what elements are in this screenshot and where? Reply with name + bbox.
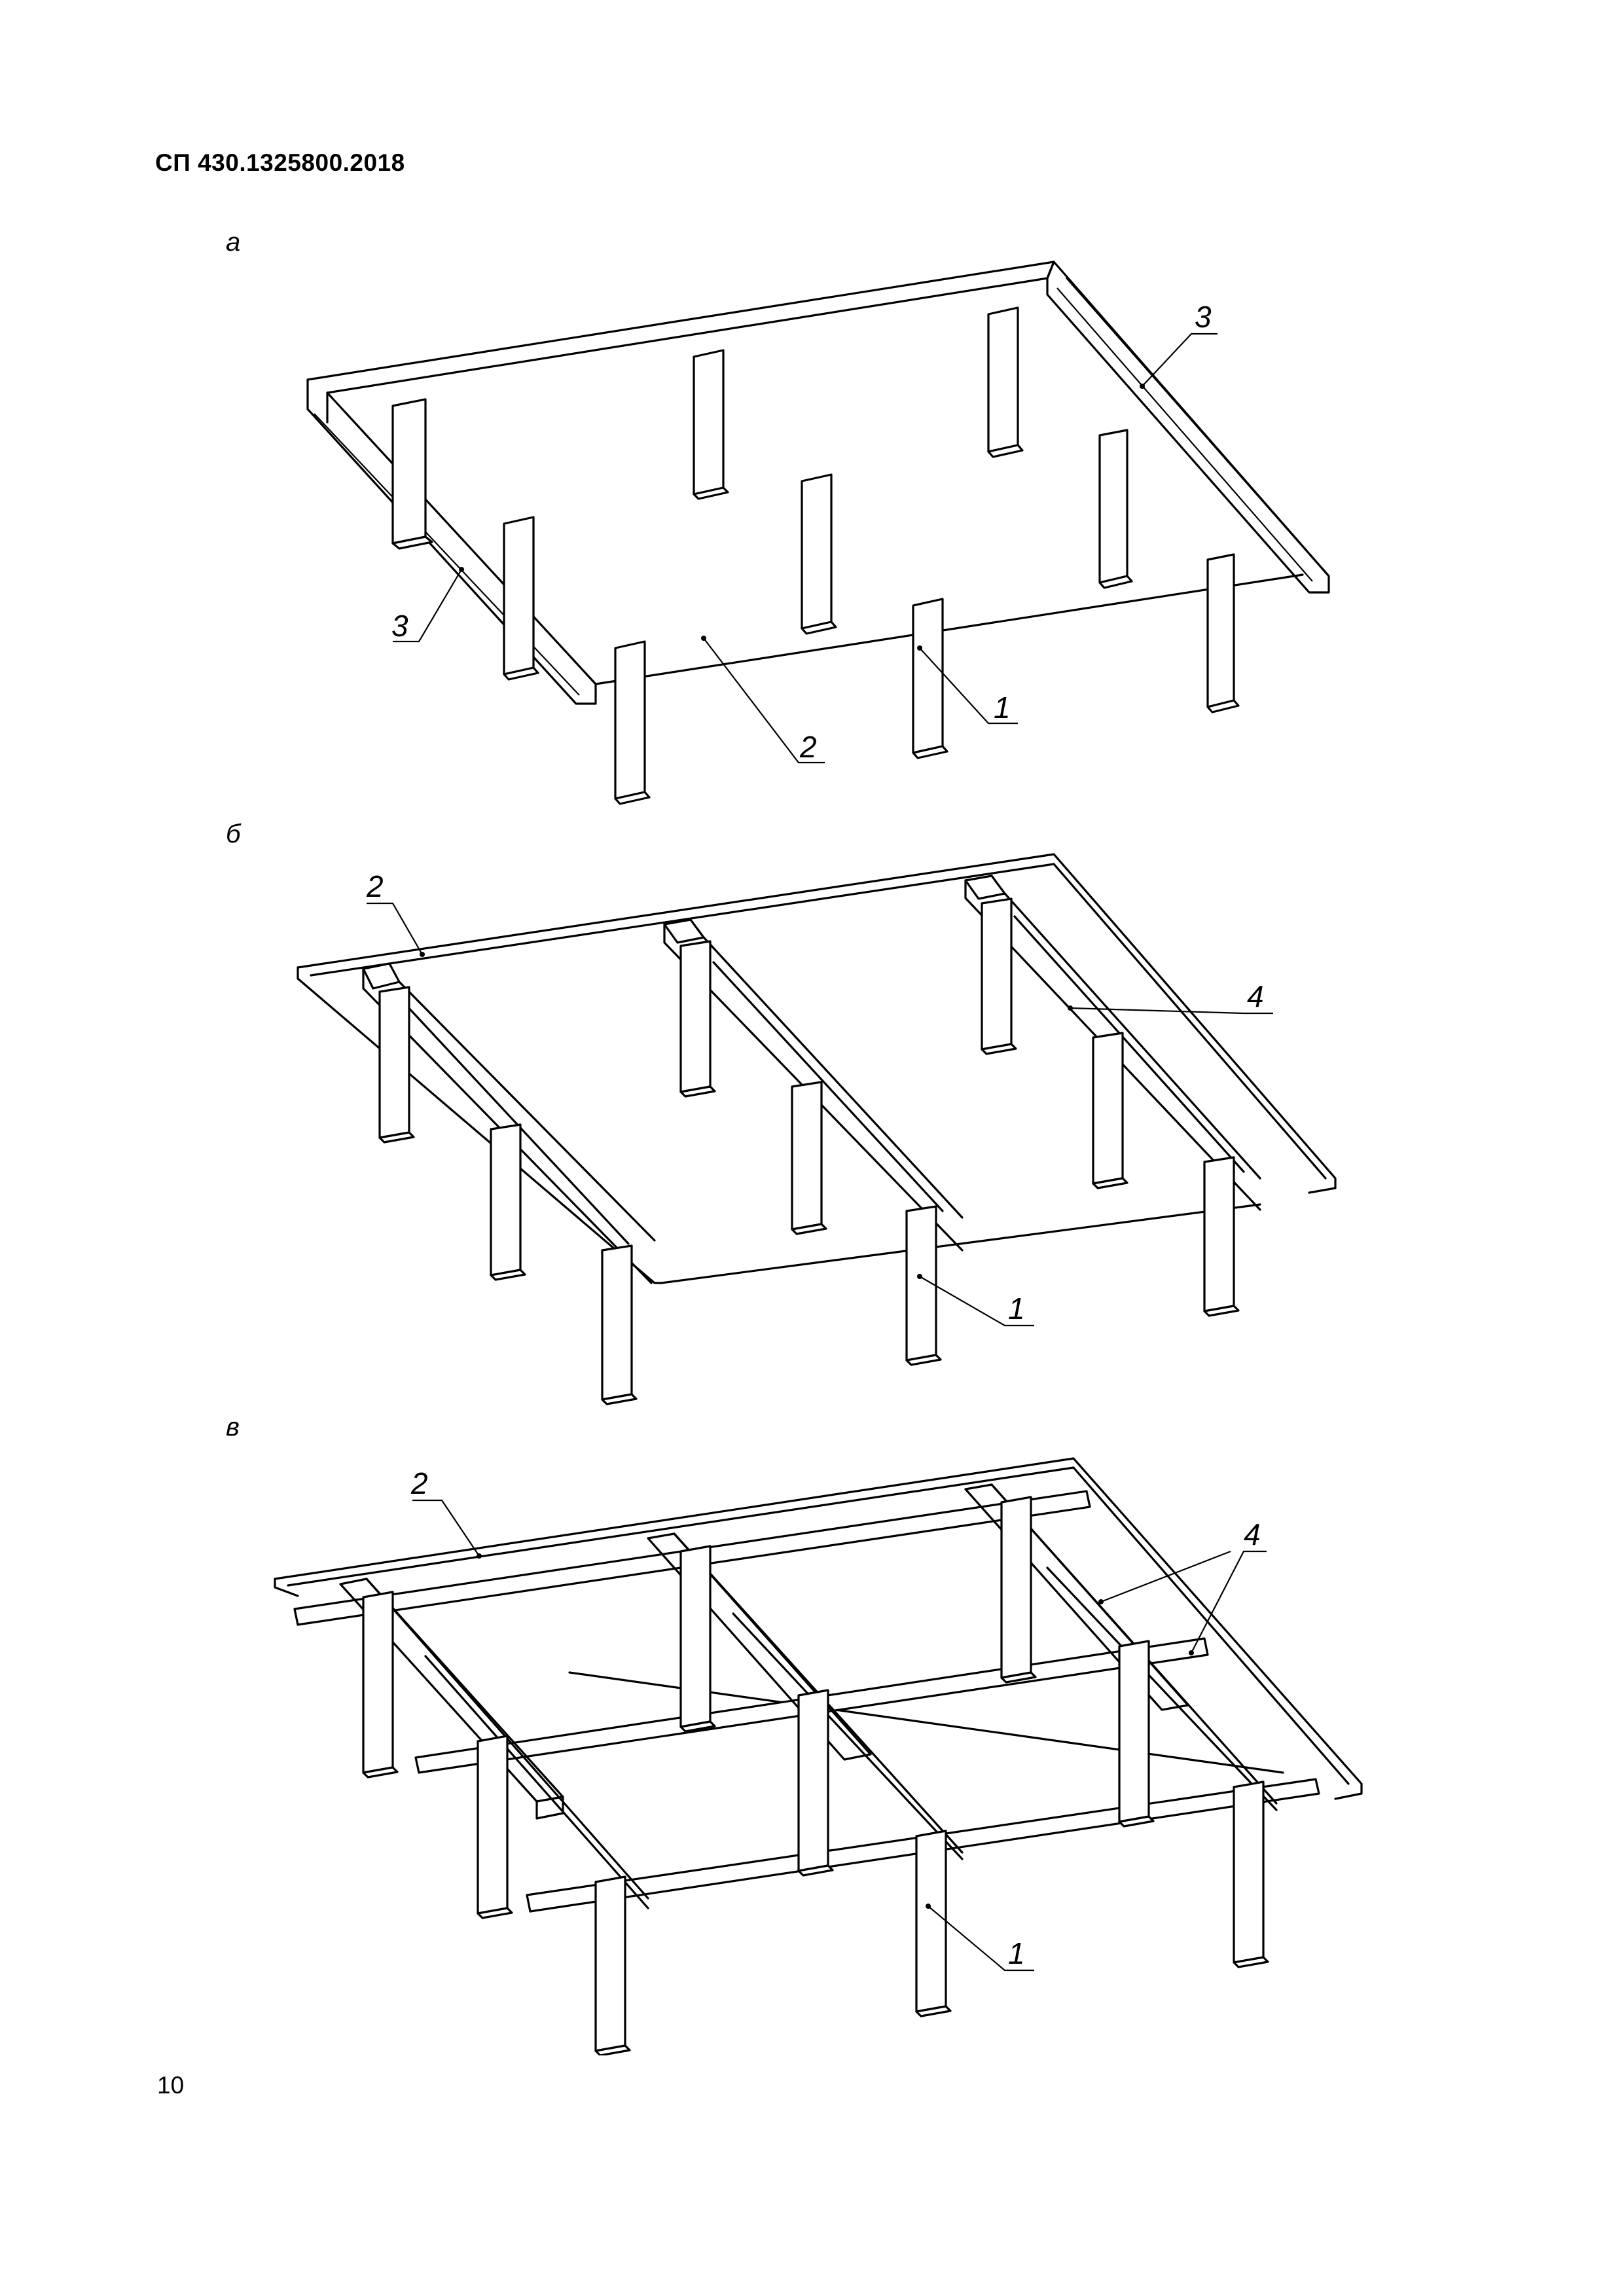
piles xyxy=(362,1496,1269,2055)
callout-b-1: 1 xyxy=(1008,1292,1025,1326)
callout-b-4: 4 xyxy=(1247,979,1264,1013)
callout-a-1: 1 xyxy=(994,691,1011,725)
rib-beams-4 xyxy=(362,875,1261,1284)
document-code: СП 430.1325800.2018 xyxy=(155,149,405,176)
figure-label-b: б xyxy=(226,820,241,848)
edge-beam-3-right xyxy=(1056,287,1313,582)
piles xyxy=(378,897,1240,1405)
longitudinal-beams-4 xyxy=(339,1483,1278,1909)
slab-outline xyxy=(274,1457,1363,1800)
callout-a-3-left: 3 xyxy=(391,609,408,643)
piles xyxy=(391,306,1240,805)
callout-b-2: 2 xyxy=(366,869,384,903)
callout-leaders-b xyxy=(367,902,1273,1327)
page-number: 10 xyxy=(157,2072,185,2099)
callout-v-4: 4 xyxy=(1244,1517,1261,1551)
figure-label-a: а xyxy=(226,228,241,257)
edge-beam-3-left xyxy=(314,413,580,696)
figure-label-v: в xyxy=(226,1413,240,1441)
callout-a-3-right: 3 xyxy=(1195,300,1212,334)
figure-a-drawing: 3 3 2 1 xyxy=(306,261,1330,805)
figure-v-drawing: 2 4 1 xyxy=(274,1457,1363,2055)
slab-outline xyxy=(297,853,1337,1284)
callout-v-1: 1 xyxy=(1008,1936,1025,1970)
callout-leaders-a xyxy=(393,333,1218,764)
callout-leaders-v xyxy=(412,1499,1267,1972)
callout-a-2: 2 xyxy=(799,730,817,764)
callout-v-2: 2 xyxy=(410,1466,428,1500)
figure-b-drawing: 2 4 1 xyxy=(297,853,1337,1405)
